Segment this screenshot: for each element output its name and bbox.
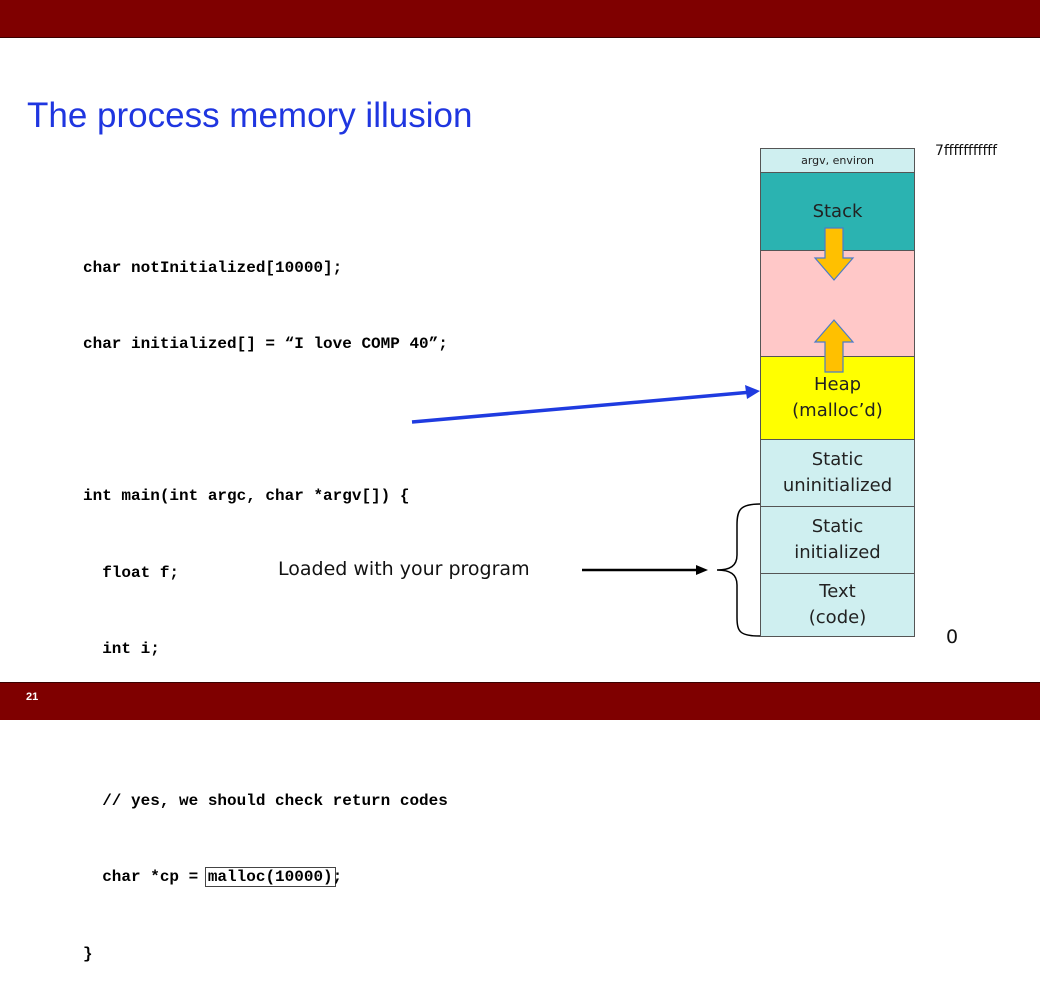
static-initialized-segment: Static initialized <box>760 506 915 574</box>
footer-bar: 21 <box>0 682 1040 720</box>
code-line: int main(int argc, char *argv[]) { <box>83 487 410 506</box>
static-uninitialized-segment: Static uninitialized <box>760 439 915 507</box>
loaded-with-program-label: Loaded with your program <box>278 558 530 580</box>
code-line: } <box>83 944 93 963</box>
pointer-arrowhead <box>745 385 760 399</box>
malloc-call-highlight: malloc(10000) <box>204 867 336 888</box>
code-line: // yes, we should check return codes <box>83 792 448 811</box>
code-line: char initialized[] = “I love COMP 40”; <box>83 335 448 354</box>
diagram-overlay <box>411 227 855 637</box>
code-line: int i; <box>83 639 160 658</box>
argv-environ-segment: argv, environ <box>760 148 915 173</box>
code-line: char notInitialized[10000]; <box>83 258 343 277</box>
stack-growth-arrow <box>813 227 855 281</box>
loaded-arrowhead <box>696 565 708 575</box>
top-address-label: 7fffffffffff <box>935 143 998 159</box>
code-line-malloc: char *cp = malloc(10000); <box>83 865 448 890</box>
title-bar <box>0 0 1040 38</box>
slide-title: The process memory illusion <box>27 96 473 135</box>
code-line: float f; <box>83 563 180 582</box>
pointer-arrow-line <box>411 390 753 424</box>
code-line-suffix: ; <box>332 868 343 887</box>
page-number: 21 <box>26 691 39 703</box>
code-line-prefix: char *cp = <box>83 868 208 887</box>
heap-growth-arrow <box>813 319 855 373</box>
curly-brace <box>716 503 761 637</box>
bottom-address-label: 0 <box>946 626 959 648</box>
text-segment: Text (code) <box>760 573 915 637</box>
